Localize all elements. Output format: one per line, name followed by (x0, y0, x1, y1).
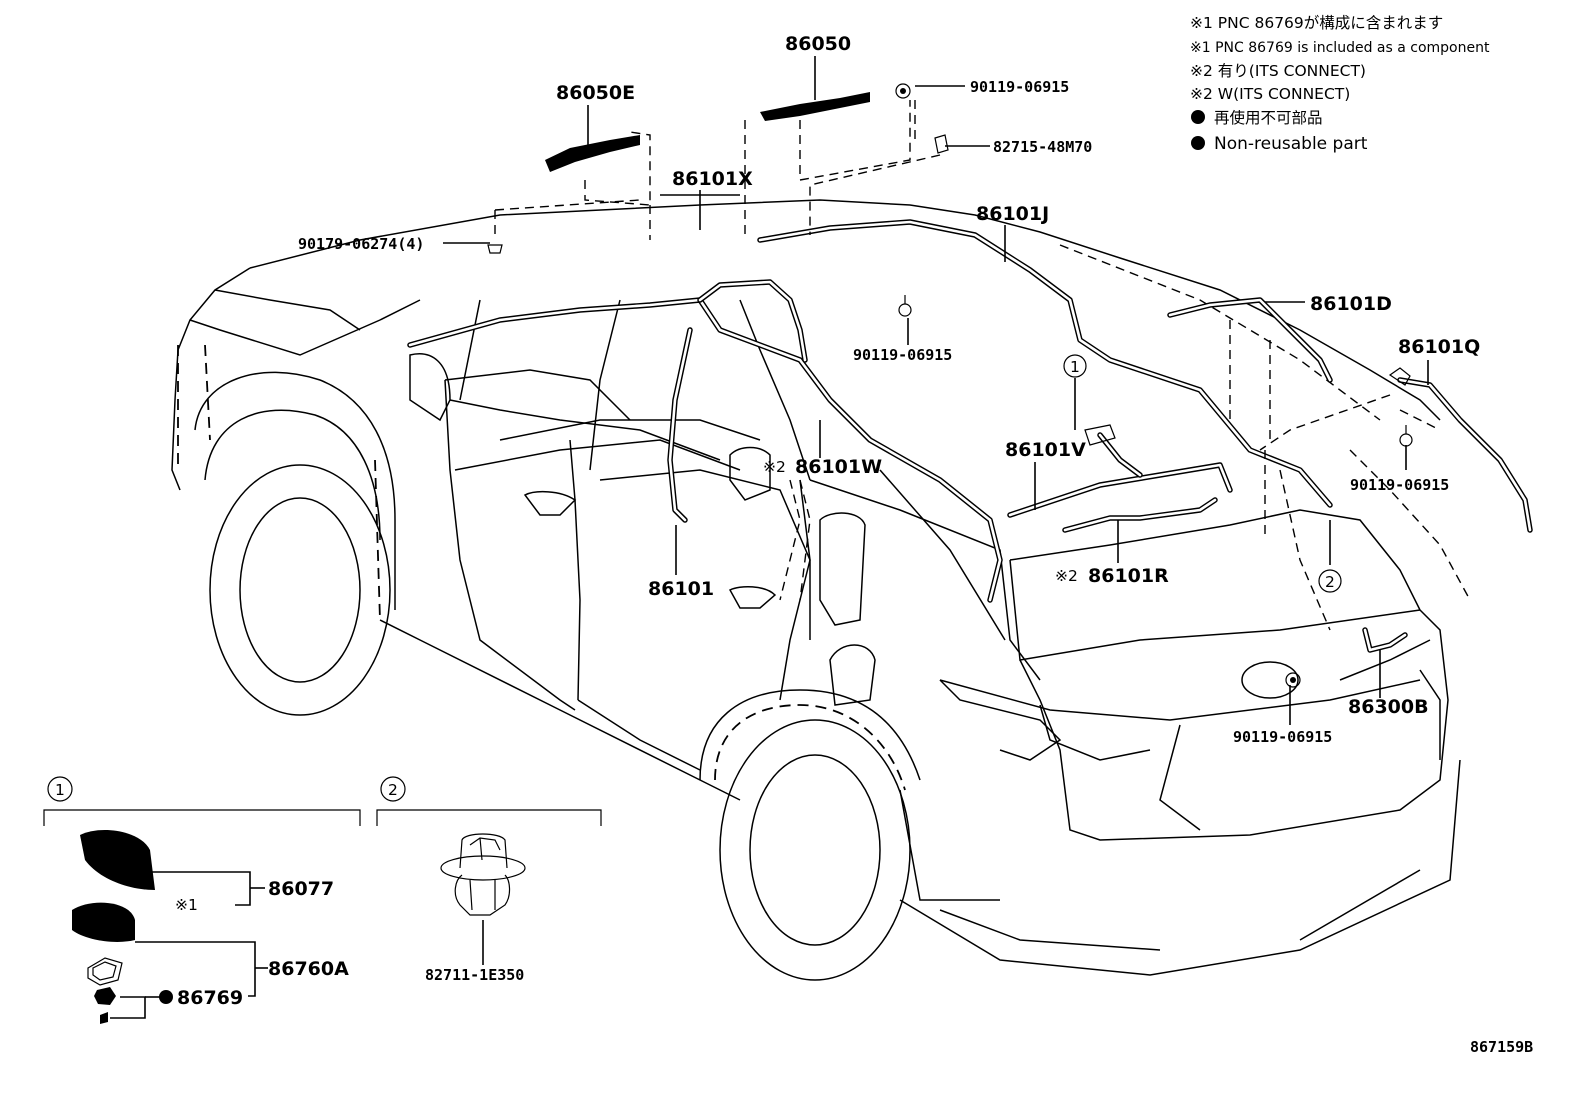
tailgate-harness-86101R (1062, 497, 1218, 533)
detail-1: 1 ※1 86077 86760A 86769 (43, 776, 361, 1024)
note-line-2: ※1 PNC 86769 is included as a component (1190, 40, 1490, 56)
callout-2: 2 (1318, 569, 1342, 593)
non-reusable-86769-icon (159, 990, 173, 1004)
label-86769: 86769 (177, 987, 243, 1009)
label-90119-right: 90119-06915 (1350, 476, 1449, 494)
detail-1-mark: ※1 (175, 896, 198, 914)
label-86101R-mark: ※2 (1055, 567, 1078, 585)
non-reusable-bullet-icon (1191, 110, 1205, 124)
harness-86101Q (1397, 377, 1533, 533)
label-86760A: 86760A (268, 958, 349, 980)
part-labels: 86050 86050E 90119-06915 82715-48M70 861… (298, 33, 1480, 746)
label-90119-top: 90119-06915 (970, 78, 1069, 96)
label-86101W: 86101W (795, 456, 882, 478)
pillar-harness-86101 (667, 327, 693, 523)
harness-86300B (1362, 627, 1408, 653)
note-line-1: ※1 PNC 86769が構成に含まれます (1190, 14, 1443, 32)
note-line-6: Non-reusable part (1214, 134, 1368, 154)
label-86050E: 86050E (556, 82, 635, 104)
label-86101X: 86101X (672, 168, 753, 190)
vehicle-body-outline (171, 199, 1461, 981)
detail-1-index: 1 (55, 781, 65, 799)
label-86101J: 86101J (976, 203, 1049, 225)
notes-legend: ※1 PNC 86769が構成に含まれます ※1 PNC 86769 is in… (1190, 14, 1490, 154)
antenna-86050E (545, 135, 640, 172)
label-86101: 86101 (648, 578, 714, 600)
callout-1: 1 (1063, 354, 1087, 378)
label-86050: 86050 (785, 33, 851, 55)
tailgate-harness-86101V (1007, 432, 1233, 518)
label-90119-bottom: 90119-06915 (1233, 728, 1332, 746)
roof-harness-86101J (757, 219, 1333, 508)
figure-id: 867159B (1470, 1038, 1533, 1056)
roof-harness-86101D (1167, 297, 1333, 383)
leader-lines (443, 56, 1471, 725)
note-line-4: ※2 W(ITS CONNECT) (1190, 85, 1350, 103)
detail-2-index: 2 (388, 781, 398, 799)
label-86077: 86077 (268, 878, 334, 900)
label-82711: 82711-1E350 (425, 966, 524, 984)
antenna-86050 (760, 92, 870, 121)
note-line-3: ※2 有り(ITS CONNECT) (1190, 62, 1366, 80)
label-86300B: 86300B (1348, 696, 1429, 718)
callout-1-label: 1 (1070, 358, 1080, 376)
fastener-icons (487, 83, 1413, 688)
label-86101Q: 86101Q (1398, 336, 1480, 358)
label-86101V: 86101V (1005, 439, 1086, 461)
label-86101R: 86101R (1088, 565, 1169, 587)
label-86101D: 86101D (1310, 293, 1392, 315)
detail-2: 2 82711-1E350 (376, 776, 602, 984)
label-90179: 90179-06274(4) (298, 235, 424, 253)
left-harness-86101W (407, 279, 1003, 603)
callout-2-label: 2 (1325, 573, 1335, 591)
label-86101W-mark: ※2 (763, 458, 786, 476)
label-90119-mid: 90119-06915 (853, 346, 952, 364)
label-82715: 82715-48M70 (993, 138, 1092, 156)
non-reusable-bullet-icon-2 (1191, 136, 1205, 150)
note-line-5: 再使用不可部品 (1214, 109, 1323, 127)
